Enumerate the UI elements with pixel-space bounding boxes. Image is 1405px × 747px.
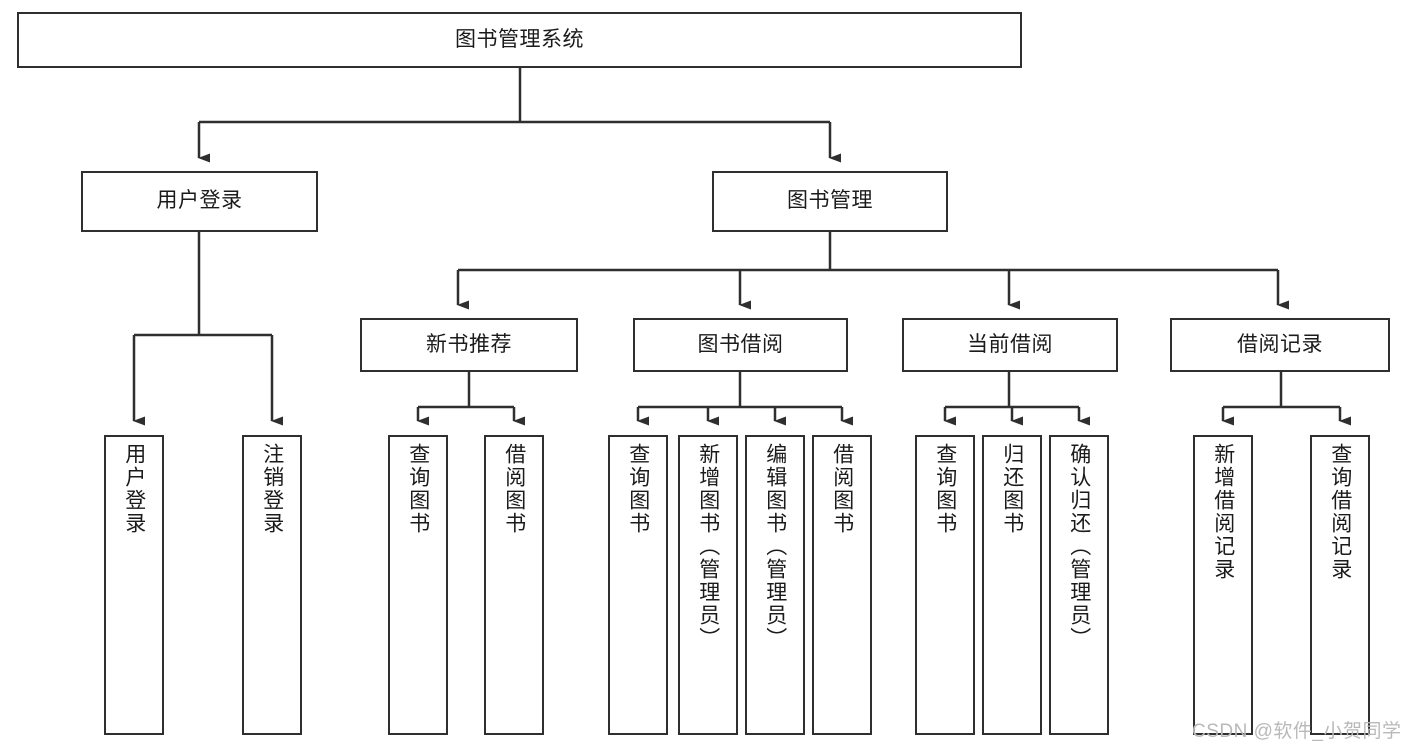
node-label: 借阅图书 bbox=[502, 443, 526, 535]
node-borrow-record[interactable]: 借阅记录 bbox=[1170, 318, 1390, 372]
node-label: 用户登录 bbox=[156, 189, 243, 213]
node-label: 查询借阅记录 bbox=[1328, 443, 1352, 581]
node-book-management[interactable]: 图书管理 bbox=[712, 171, 948, 232]
node-label: 图书管理系统 bbox=[455, 27, 584, 51]
node-leaf-confirm-return[interactable]: 确认归还（管理员） bbox=[1049, 435, 1109, 735]
node-label: 查询图书 bbox=[626, 443, 650, 535]
node-leaf-query-book-3[interactable]: 查询图书 bbox=[915, 435, 975, 735]
node-label: 注销登录 bbox=[260, 443, 284, 535]
node-leaf-user-login[interactable]: 用户登录 bbox=[104, 435, 164, 735]
watermark: CSDN @软件_小贺同学 bbox=[1192, 721, 1402, 742]
node-book-borrow[interactable]: 图书借阅 bbox=[633, 318, 848, 372]
node-user-login[interactable]: 用户登录 bbox=[81, 171, 318, 232]
node-label: 借阅记录 bbox=[1237, 332, 1323, 356]
node-leaf-add-book[interactable]: 新增图书（管理员） bbox=[678, 435, 738, 735]
node-label: 新书推荐 bbox=[426, 332, 512, 356]
node-leaf-borrow-book-2[interactable]: 借阅图书 bbox=[812, 435, 872, 735]
node-leaf-return-book[interactable]: 归还图书 bbox=[982, 435, 1042, 735]
node-label: 当前借阅 bbox=[967, 332, 1053, 356]
node-leaf-query-record[interactable]: 查询借阅记录 bbox=[1310, 435, 1370, 735]
node-current-borrow[interactable]: 当前借阅 bbox=[902, 318, 1118, 372]
node-leaf-edit-book[interactable]: 编辑图书（管理员） bbox=[745, 435, 805, 735]
node-label: 图书借阅 bbox=[697, 332, 784, 356]
node-leaf-logout[interactable]: 注销登录 bbox=[242, 435, 302, 735]
node-label: 借阅图书 bbox=[830, 443, 854, 535]
node-label: 编辑图书（管理员） bbox=[763, 443, 787, 650]
node-label: 图书管理 bbox=[787, 189, 873, 213]
node-label: 用户登录 bbox=[122, 443, 146, 535]
node-leaf-query-book-1[interactable]: 查询图书 bbox=[388, 435, 448, 735]
node-leaf-query-book-2[interactable]: 查询图书 bbox=[608, 435, 668, 735]
node-label: 新增图书（管理员） bbox=[696, 443, 720, 650]
node-label: 确认归还（管理员） bbox=[1067, 443, 1091, 650]
node-root[interactable]: 图书管理系统 bbox=[17, 12, 1022, 68]
node-leaf-borrow-book-1[interactable]: 借阅图书 bbox=[484, 435, 544, 735]
node-label: 归还图书 bbox=[1000, 443, 1024, 535]
node-label: 查询图书 bbox=[406, 443, 430, 535]
node-leaf-add-record[interactable]: 新增借阅记录 bbox=[1193, 435, 1253, 735]
node-new-book-recommend[interactable]: 新书推荐 bbox=[360, 318, 578, 372]
node-label: 新增借阅记录 bbox=[1211, 443, 1235, 581]
node-label: 查询图书 bbox=[933, 443, 957, 535]
